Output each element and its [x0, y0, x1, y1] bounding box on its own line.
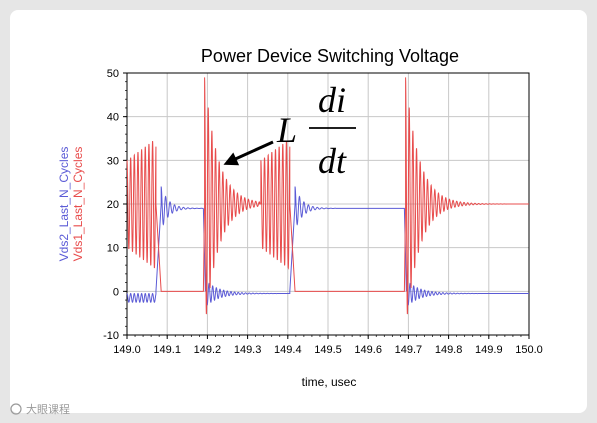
- series-line-vds1-last-n-cycles: [126, 77, 529, 315]
- y-tick-label: 30: [107, 155, 119, 167]
- x-tick-label: 149.8: [435, 344, 463, 356]
- series-layer: [126, 77, 529, 315]
- axes: 149.0 149.1 149.2 149.3 149.4 149.5 149.6 149.7…: [103, 68, 543, 356]
- y-tick-label: 50: [107, 68, 119, 80]
- annotation-arrow: [223, 140, 274, 166]
- legend-vds2: Vds2_Last_N_Cycles: [57, 147, 71, 262]
- annotation-prefix: L: [276, 110, 297, 150]
- y-tick-label: 20: [107, 199, 119, 211]
- watermark-text: 大眼课程: [26, 402, 70, 416]
- series-line-vds2-last-n-cycles: [126, 186, 529, 306]
- arrow-head: [223, 152, 240, 166]
- watermark-logo-icon: [10, 403, 22, 415]
- x-tick-label: 149.6: [354, 344, 382, 356]
- y-tick-label: 40: [107, 112, 119, 124]
- x-tick-label: 149.7: [395, 344, 423, 356]
- x-tick-label: 149.3: [234, 344, 262, 356]
- x-tick-label: 149.0: [113, 344, 141, 356]
- x-tick-label: 150.0: [515, 344, 543, 356]
- x-tick-label: 149.9: [475, 344, 503, 356]
- chart-title: Power Device Switching Voltage: [201, 46, 459, 66]
- arrow-shaft: [230, 140, 274, 163]
- x-axis-label: time, usec: [302, 375, 357, 389]
- legend-vds1: Vds1_Last_N_Cycles: [71, 147, 85, 262]
- x-tick-label: 149.5: [314, 344, 342, 356]
- annotation-numerator: di: [318, 80, 346, 120]
- watermark: 大眼课程: [10, 402, 70, 416]
- y-tick-label: 0: [113, 286, 119, 298]
- annotation-denominator: dt: [318, 141, 347, 181]
- x-tick-label: 149.4: [274, 344, 302, 356]
- y-tick-label: -10: [103, 330, 119, 342]
- x-tick-label: 149.2: [194, 344, 222, 356]
- y-tick-label: 10: [107, 243, 119, 255]
- x-tick-label: 149.1: [153, 344, 181, 356]
- ldi-dt-annotation: L di dt: [223, 80, 356, 181]
